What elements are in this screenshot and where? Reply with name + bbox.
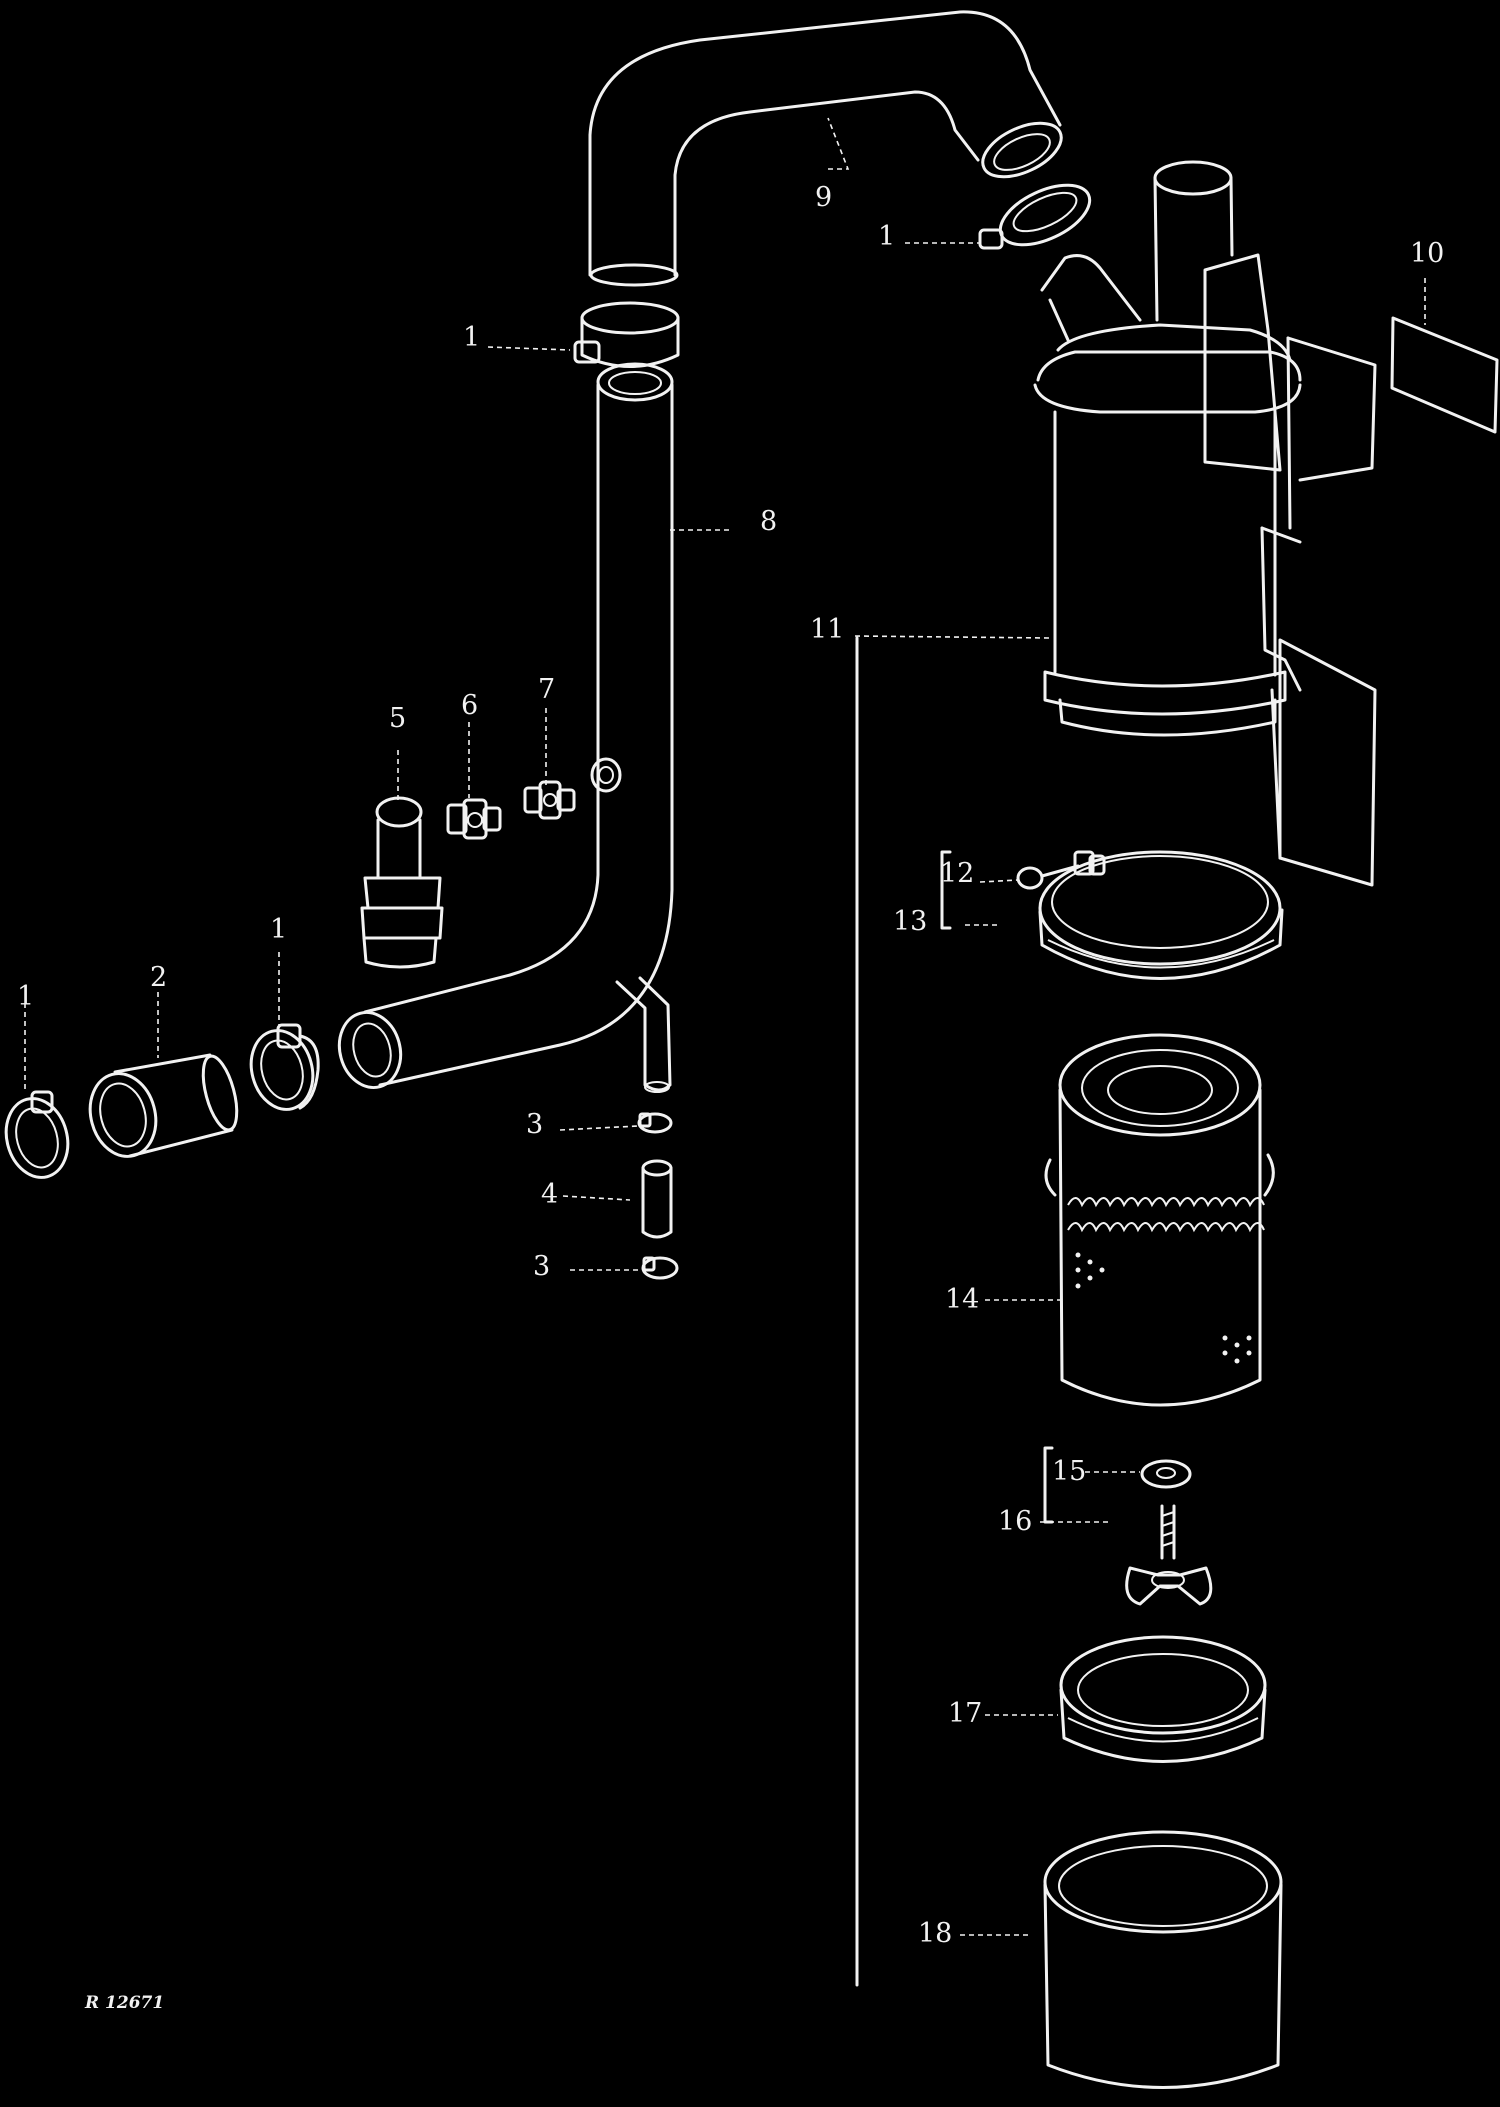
- label-4: 4: [541, 1179, 558, 1210]
- label-3-top: 3: [526, 1109, 543, 1140]
- part-13-clamp-ring: [1038, 850, 1284, 980]
- part-18-dust-cup: [1043, 1830, 1283, 2089]
- label-10: 10: [1410, 238, 1444, 269]
- label-8: 8: [760, 506, 777, 537]
- label-15: 15: [1052, 1456, 1086, 1487]
- figure-reference: R 12671: [84, 1993, 164, 2013]
- part-15-washer: [1140, 1459, 1192, 1489]
- label-16: 16: [998, 1506, 1032, 1537]
- part-1-hose-clamp-mid-left: [249, 1023, 320, 1111]
- label-18: 18: [918, 1918, 952, 1949]
- part-6-fitting: [446, 798, 502, 840]
- part-1-hose-clamp-top-right: [978, 183, 1092, 250]
- part-16-wing-bolt: [1125, 1504, 1213, 1606]
- label-6: 6: [461, 690, 478, 721]
- part-3-clamp-top: [637, 1112, 673, 1134]
- label-1-clamp: 1: [270, 914, 287, 945]
- part-1-hose-clamp-upper-middle: [573, 301, 680, 368]
- part-11-air-cleaner-body: [1033, 160, 1377, 887]
- label-1-top: 1: [878, 221, 895, 252]
- label-5: 5: [389, 703, 406, 734]
- label-11: 11: [810, 614, 844, 645]
- part-5-valve: [360, 796, 444, 969]
- part-14-filter-element: [1044, 1033, 1275, 1407]
- label-2: 2: [150, 962, 167, 993]
- label-17: 17: [948, 1698, 982, 1729]
- part-12-clamp-bolt: [1016, 850, 1106, 890]
- part-10-strap: [1390, 316, 1499, 434]
- label-9: 9: [815, 182, 832, 213]
- label-1-mid: 1: [463, 322, 480, 353]
- label-13: 13: [893, 906, 927, 937]
- label-12: 12: [940, 858, 974, 889]
- label-14: 14: [945, 1284, 979, 1315]
- label-3-bottom: 3: [533, 1251, 550, 1282]
- part-4-short-hose: [641, 1159, 673, 1239]
- part-9-upper-hose: [588, 10, 1063, 287]
- part-17-seal-ring: [1059, 1635, 1267, 1763]
- part-8-lower-tube: [337, 362, 674, 1093]
- part-3-clamp-bottom: [641, 1256, 679, 1280]
- label-1-left: 1: [17, 981, 34, 1012]
- label-7: 7: [538, 674, 555, 705]
- part-7-fitting: [523, 757, 622, 820]
- part-2-hose-sleeve: [88, 1053, 239, 1158]
- part-1-hose-clamp-left: [4, 1090, 70, 1179]
- leader-lines: [24, 117, 1426, 1987]
